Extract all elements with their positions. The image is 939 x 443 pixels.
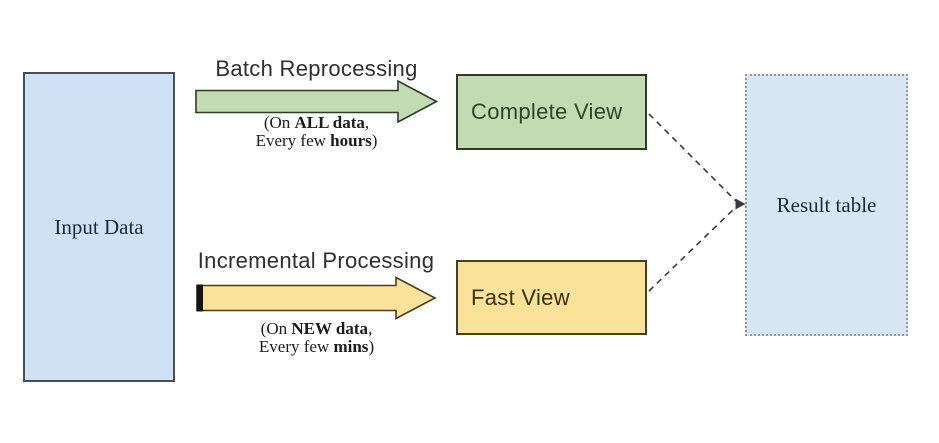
- batch-caption-line1: (On ALL data,: [264, 113, 369, 132]
- batch-reprocessing-title: Batch Reprocessing: [215, 56, 418, 81]
- connector-complete-to-result: [648, 113, 738, 203]
- incremental-caption-line2-post: ): [368, 337, 375, 356]
- batch-caption-line2-bold: hours: [330, 131, 372, 150]
- complete-view-box: Complete View: [456, 74, 647, 150]
- batch-caption-line2: Every few hours): [256, 131, 378, 150]
- incremental-caption-line2: Every few mins): [259, 337, 374, 356]
- result-table-label: Result table: [776, 192, 877, 217]
- input-data-box: Input Data: [23, 72, 175, 382]
- batch-caption: (On ALL data, Every few hours): [196, 114, 437, 150]
- fast-view-box: Fast View: [456, 260, 647, 335]
- merge-arrowhead-icon: [735, 198, 746, 210]
- incremental-caption-line1-post: ,: [368, 319, 373, 338]
- batch-caption-line1-pre: (On: [263, 113, 295, 132]
- incremental-caption-line2-bold: mins: [333, 337, 369, 356]
- batch-caption-line2-post: ): [371, 131, 378, 150]
- incremental-caption-line2-pre: Every few: [258, 337, 334, 356]
- incremental-caption-line1: (On NEW data,: [261, 319, 373, 338]
- input-data-label: Input Data: [54, 214, 144, 239]
- incremental-arrow-tail-bar-icon: [196, 284, 203, 312]
- batch-caption-line2-pre: Every few: [255, 131, 331, 150]
- fast-view-label: Fast View: [471, 284, 570, 310]
- incremental-caption-line1-bold: NEW data: [291, 319, 369, 338]
- batch-caption-line1-post: ,: [364, 113, 370, 132]
- incremental-caption-line1-pre: (On: [260, 319, 292, 338]
- connector-fast-to-result: [648, 205, 738, 292]
- complete-view-label: Complete View: [471, 99, 623, 124]
- incremental-processing-title: Incremental Processing: [197, 248, 435, 273]
- incremental-arrow-icon: [196, 276, 437, 320]
- batch-arrow-icon: [195, 79, 439, 124]
- incremental-caption: (On NEW data, Every few mins): [196, 320, 437, 356]
- result-table-box: Result table: [745, 74, 908, 336]
- batch-caption-line1-bold: ALL data: [294, 113, 365, 132]
